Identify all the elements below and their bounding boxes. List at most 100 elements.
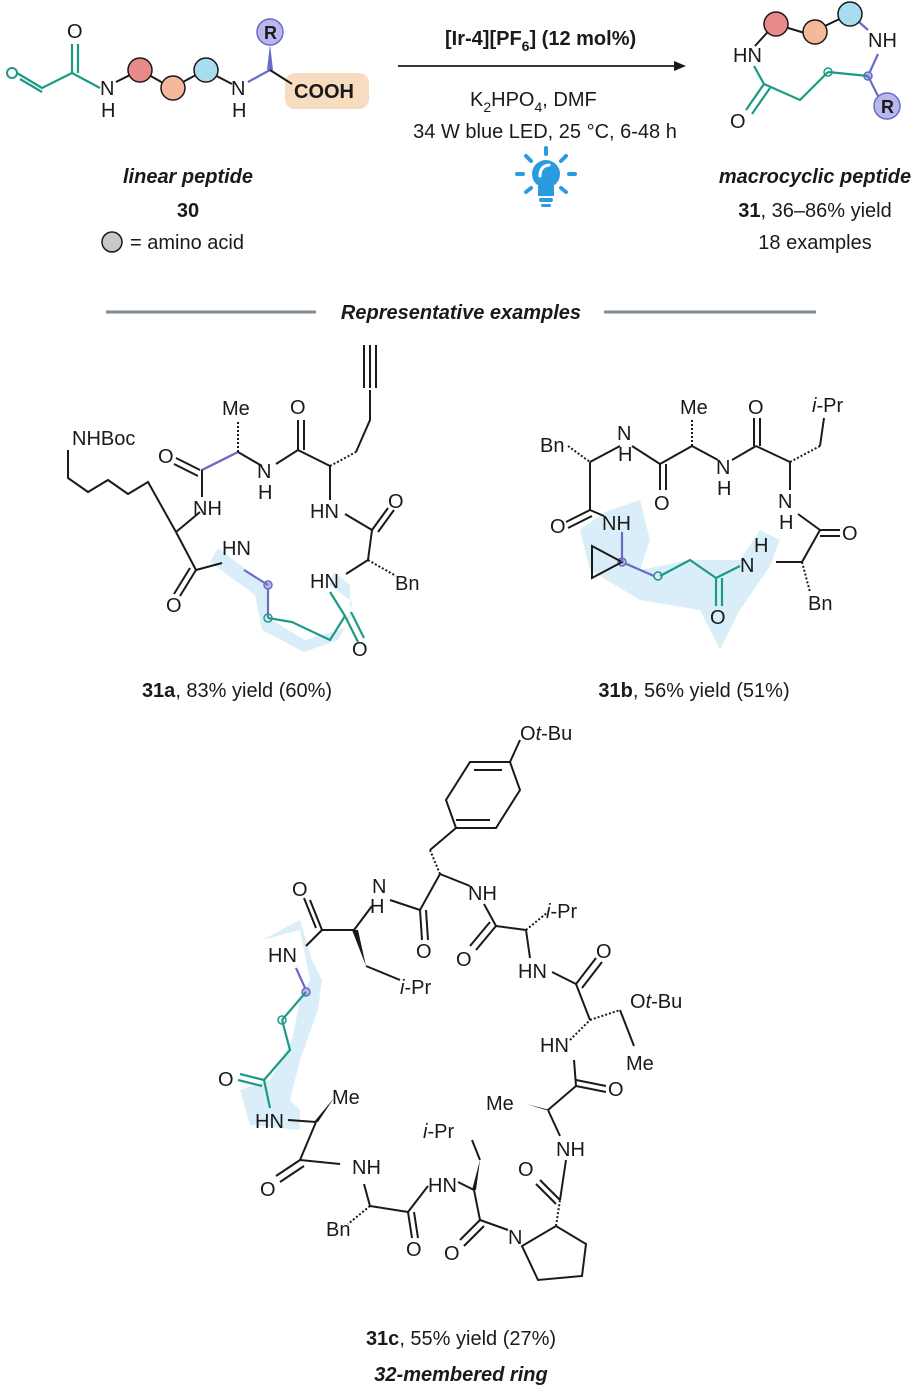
n-label: N — [508, 1227, 522, 1249]
nh-label: NH — [352, 1157, 381, 1179]
compound-31a-caption: 31a, 83% yield (60%) — [142, 680, 332, 702]
product-circle-cyan — [837, 1, 863, 27]
compound-31b-structure: Bn N H O Me N H O i-Pr N H O Bn H N — [540, 395, 858, 650]
nh-label: NH — [193, 498, 222, 520]
me-label: Me — [486, 1093, 514, 1115]
o-label: O — [842, 523, 858, 545]
example-count: 18 examples — [758, 232, 871, 254]
hn-label: HN — [255, 1111, 284, 1133]
h-label: H — [618, 444, 632, 466]
o-label: O — [292, 879, 308, 901]
o-label: O — [654, 493, 670, 515]
nh-label: N — [740, 555, 754, 577]
o-label: O — [416, 941, 432, 963]
nhboc-label: NHBoc — [72, 428, 135, 450]
ipr-label: i-Pr — [400, 977, 431, 999]
nh-label: N — [778, 491, 792, 513]
amino-acid-legend-text: = amino acid — [130, 232, 244, 254]
nh-label: N — [257, 461, 271, 483]
hn-label: HN — [428, 1175, 457, 1197]
product-r-circle — [873, 92, 901, 120]
nh-label: NH — [556, 1139, 585, 1161]
catalyst-label: [Ir-4][PF6] (12 mol%) — [445, 28, 636, 54]
me-label: Me — [222, 398, 250, 420]
me-label: Me — [332, 1087, 360, 1109]
nh-n-label: N — [231, 78, 245, 100]
carbonyl-o-label: O — [67, 21, 83, 43]
compound-31c-structure: Ot-Bu NH O N H i-Pr O HN O HN — [218, 723, 682, 1282]
r-group-circle — [256, 18, 284, 46]
hn-label: HN — [310, 571, 339, 593]
otbu-label: Ot-Bu — [630, 991, 682, 1013]
hn-label: HN — [310, 501, 339, 523]
bn-label: Bn — [326, 1219, 350, 1241]
base-solvent-label: K2HPO4, DMF — [470, 89, 597, 115]
compound-31c-note: 32-membered ring — [374, 1364, 547, 1386]
r-group-label: R — [264, 23, 277, 43]
nh-label: NH — [468, 883, 497, 905]
hn-label: HN — [518, 961, 547, 983]
o-label: O — [166, 595, 182, 617]
product-r-label: R — [881, 97, 894, 117]
product-nh-label: NH — [868, 30, 897, 52]
o-label: O — [550, 516, 566, 538]
otbu-label: Ot-Bu — [520, 723, 572, 745]
linear-peptide-structure: O N H N H R COOH — [6, 18, 369, 122]
nh-h-label: H — [232, 100, 246, 122]
o-label: O — [406, 1239, 422, 1261]
nh-label: NH — [602, 513, 631, 535]
hn-label: HN — [268, 945, 297, 967]
o-label: O — [260, 1179, 276, 1201]
compound-31-yield: 31, 36–86% yield — [738, 200, 891, 222]
nh-label: N — [716, 457, 730, 479]
bn-label: Bn — [540, 435, 564, 457]
ipr-label: i-Pr — [423, 1121, 454, 1143]
amide-n-label: N — [100, 78, 114, 100]
macrocyclic-peptide-caption: macrocyclic peptide — [719, 166, 911, 188]
o-label: O — [608, 1079, 624, 1101]
linear-peptide-caption: linear peptide — [123, 166, 253, 188]
ipr-label: i-Pr — [546, 901, 577, 923]
hn-label: HN — [222, 538, 251, 560]
hn-label: HN — [540, 1035, 569, 1057]
amino-acid-circle-red — [127, 57, 153, 83]
amino-acid-circle-cyan — [193, 57, 219, 83]
cooh-highlight — [285, 73, 369, 109]
lightbulb-icon — [515, 146, 577, 207]
amino-acid-legend-circle — [101, 231, 123, 253]
compound-31c-caption: 31c, 55% yield (27%) — [366, 1328, 556, 1350]
o-label: O — [456, 949, 472, 971]
nh-label: N — [372, 876, 386, 898]
me-label: Me — [680, 397, 708, 419]
o-label: O — [596, 941, 612, 963]
vinyl-terminus — [6, 67, 18, 79]
h-label: H — [717, 478, 731, 500]
o-label: O — [388, 491, 404, 513]
o-label: O — [444, 1243, 460, 1265]
product-circle-red — [763, 11, 789, 37]
compound-30-label: 30 — [177, 200, 199, 222]
macrocyclic-peptide-structure: HN NH R O — [730, 1, 901, 133]
nh-label: N — [617, 423, 631, 445]
o-label: O — [158, 446, 174, 468]
o-label: O — [748, 397, 764, 419]
o-label: O — [290, 397, 306, 419]
amino-acid-circle-orange — [160, 75, 186, 101]
o-label: O — [218, 1069, 234, 1091]
o-label: O — [710, 607, 726, 629]
product-circle-orange — [802, 19, 828, 45]
compound-31a-structure: NHBoc NH O Me N H O HN O Bn HN — [67, 345, 419, 661]
amide-h-label: H — [101, 100, 115, 122]
hn-label: H — [754, 535, 768, 557]
h-label: H — [370, 896, 384, 918]
o-label: O — [518, 1159, 534, 1181]
bn-label: Bn — [808, 593, 832, 615]
cooh-label: COOH — [294, 81, 354, 103]
product-hn-label: HN — [733, 45, 762, 67]
h-label: H — [258, 482, 272, 504]
section-title: Representative examples — [341, 302, 581, 324]
ipr-label: i-Pr — [812, 395, 843, 417]
o-label: O — [352, 639, 368, 661]
bn-label: Bn — [395, 573, 419, 595]
product-o-label: O — [730, 111, 746, 133]
